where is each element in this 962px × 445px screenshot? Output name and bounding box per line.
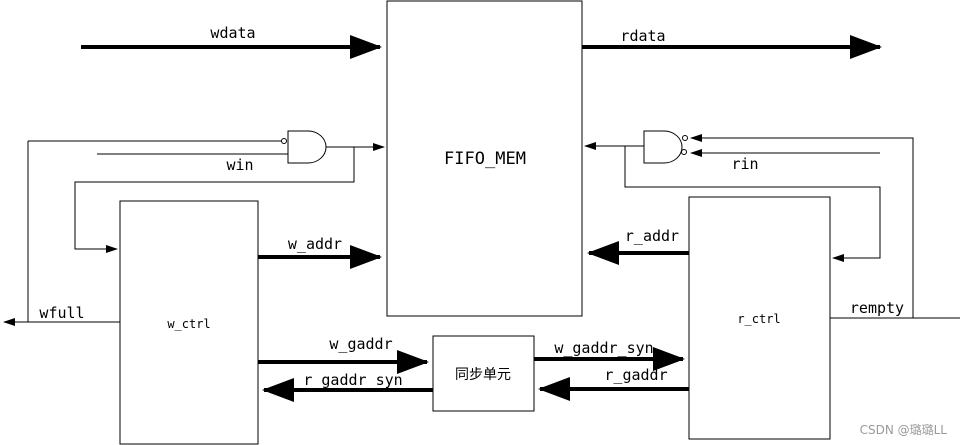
w-ctrl-block	[119, 200, 259, 445]
write-enable-to-wctrl-line	[74, 147, 355, 253]
wdata-label: wdata	[210, 24, 255, 42]
write-and-gate	[287, 130, 327, 164]
r-gaddr-label: r_gaddr	[604, 366, 667, 384]
sync-unit-block	[432, 335, 535, 412]
w-ctrl-label: w_ctrl	[167, 317, 210, 331]
r-ctrl-label: r_ctrl	[737, 312, 780, 326]
rempty-label: rempty	[850, 299, 904, 317]
r-gaddr-syn-label: r_gaddr_syn	[303, 371, 402, 389]
fifo-mem-label: FIFO_MEM	[444, 149, 526, 169]
rdata-label: rdata	[620, 27, 665, 45]
fifo-mem-block	[386, 0, 583, 317]
w-gaddr-syn-label: w_gaddr_syn	[554, 339, 653, 357]
read-gate-inverter-bubble-2	[681, 149, 687, 155]
write-gate-inverter-bubble	[281, 138, 287, 144]
r-addr-label: r_addr	[625, 227, 679, 245]
win-label: win	[226, 156, 253, 174]
read-enable-to-rctrl-line	[624, 146, 881, 262]
wfull-label: wfull	[39, 304, 84, 322]
rin-label: rin	[731, 155, 758, 173]
read-and-gate	[643, 130, 683, 164]
read-gate-inverter-bubble	[682, 135, 688, 141]
r-ctrl-block	[688, 196, 831, 440]
rempty-feedback-line	[690, 134, 914, 318]
watermark: CSDN @璐璐LL	[860, 423, 948, 437]
sync-unit-label: 同步单元	[455, 367, 511, 383]
w-addr-label: w_addr	[288, 235, 342, 253]
w-gaddr-label: w_gaddr	[329, 335, 392, 353]
